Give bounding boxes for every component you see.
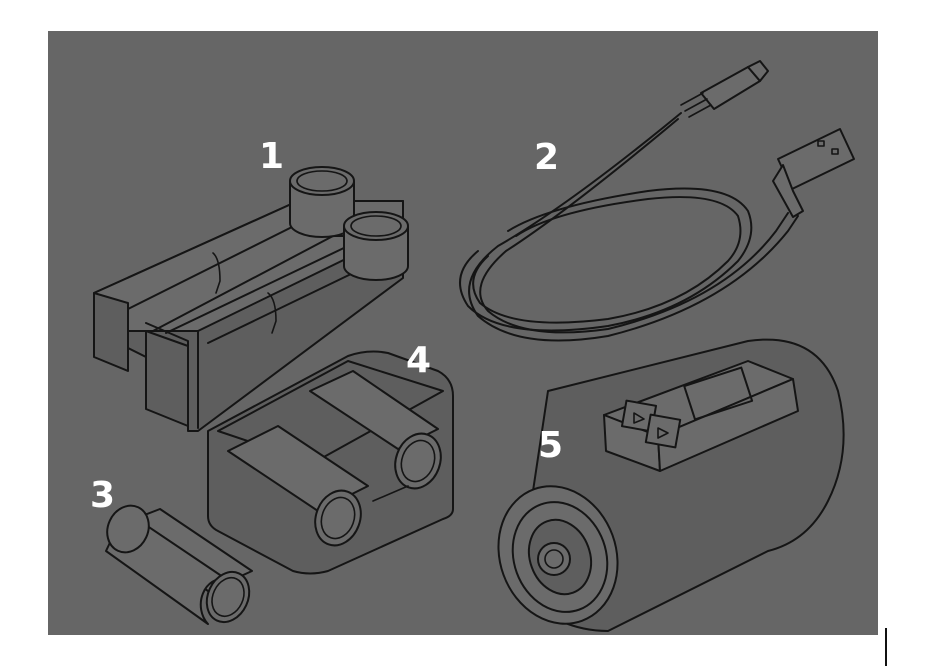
charger-port-2: [344, 212, 408, 280]
label-3: 3: [90, 475, 115, 516]
label-1: 1: [259, 136, 284, 177]
parts-illustration: 1 2 3 4: [48, 31, 878, 635]
label-4: 4: [406, 340, 431, 381]
label-5: 5: [538, 425, 563, 466]
page-edge-rule: [885, 628, 887, 666]
usb-cable: [460, 61, 854, 341]
illustration-panel: 1 2 3 4: [48, 31, 878, 635]
main-device: [480, 340, 844, 635]
label-2: 2: [534, 137, 559, 178]
